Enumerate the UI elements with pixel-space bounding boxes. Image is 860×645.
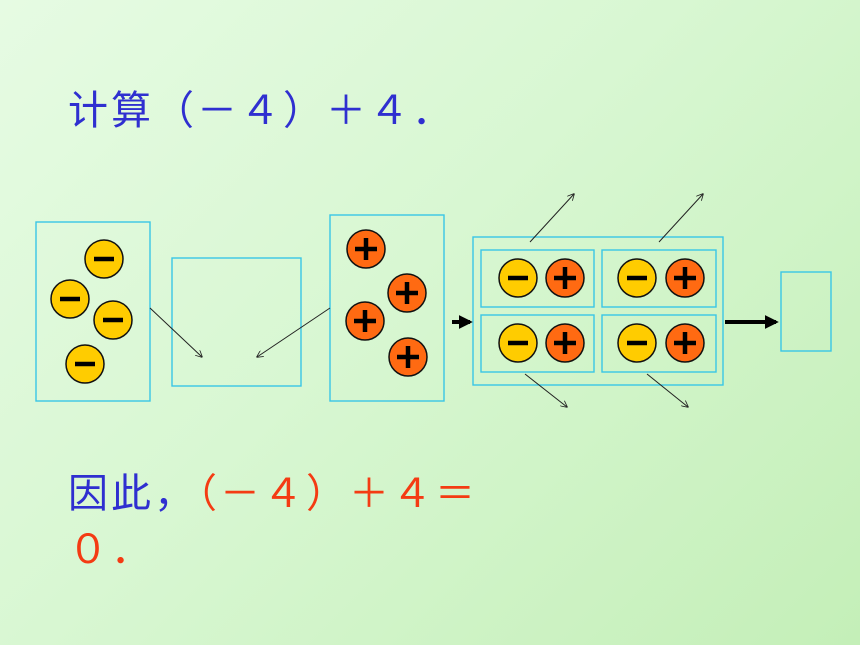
negative-counter [84,239,124,279]
arrow-pair-out-3 [524,373,567,407]
pair-box-2 [601,249,717,308]
conclusion-lead: 因此， [68,471,197,517]
negative-counter [50,279,90,319]
positive-counter [345,301,385,341]
arrow-neg-to-empty [149,307,202,357]
negative-counter [93,300,133,340]
arrow-pair-out-2 [658,194,703,243]
counter-pair-3 [498,323,585,363]
result-box [780,271,832,352]
arrow-pos-to-empty [257,307,331,357]
pair-box-4 [601,314,717,373]
positive-box [329,214,445,402]
conclusion: 因此，（－４）＋４＝０． [68,466,538,578]
negative-box [35,221,151,402]
arrow-pair-out-1 [529,194,574,243]
empty-box [171,257,302,387]
arrow-pair-out-4 [646,373,688,407]
positive-counter [346,229,386,269]
negative-counter [65,344,105,384]
positive-counter [388,337,428,377]
problem-title: 计算（－４）＋４． [68,88,455,134]
counter-pair-4 [617,323,705,363]
pair-box-3 [480,314,595,373]
pairs-outer-box [472,236,724,386]
conclusion-expression: （－４）＋４＝０． [68,471,478,573]
positive-counter [387,273,427,313]
counter-pair-2 [617,258,705,298]
counter-pair-1 [498,258,585,298]
pair-box-1 [480,249,595,308]
